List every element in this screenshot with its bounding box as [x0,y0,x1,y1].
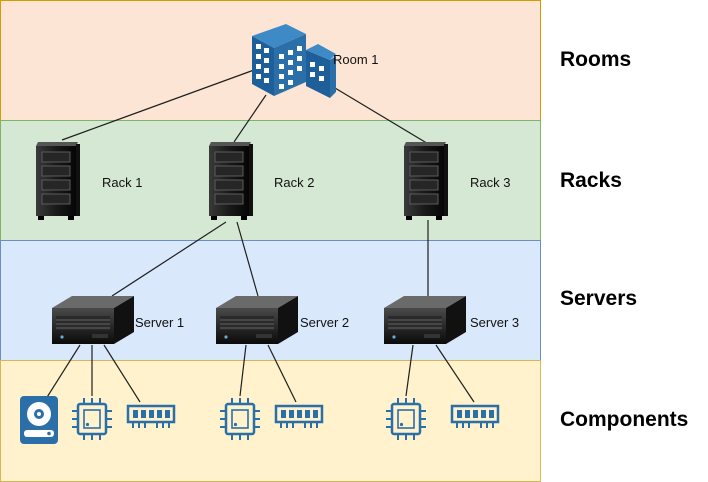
edge-server2-ram [267,344,297,403]
rack3-label: Rack 3 [470,175,511,190]
edge-server3-ram [435,344,475,403]
rack2-label: Rack 2 [274,175,315,190]
components-band [0,360,541,482]
rack1-label: Rack 1 [102,175,143,190]
server-chassis-icon [383,295,467,345]
edge-room1-rack3 [329,84,431,146]
edge-room1-rack1 [61,69,255,141]
tier-racks-label: Racks [560,169,622,192]
edge-rack2-server1 [111,221,227,297]
server-rack-icon [403,141,449,221]
edge-server3-cpu [405,344,414,397]
edge-server1-disk [43,344,81,403]
edge-rack2-server2 [236,221,259,297]
tier-components-label: Components [560,408,689,431]
server3-label: Server 3 [470,315,520,330]
racks-band [0,120,541,241]
connector-lines [43,69,475,403]
server1-label: Server 1 [135,315,185,330]
building-icon [252,24,336,98]
server-chassis-icon [215,295,299,345]
server2-label: Server 2 [300,315,350,330]
server-chassis-icon [51,295,135,345]
edge-server2-cpu [239,344,247,397]
tier-servers-label: Servers [560,287,638,310]
edge-room1-rack2 [233,94,267,143]
server-rack-icon [35,141,81,221]
tier-rooms-label: Rooms [560,48,632,71]
server-rack-icon [208,141,254,221]
room1-label: Room 1 [333,52,379,67]
edge-server1-ram [103,344,141,403]
hard-disk-icon [20,396,58,444]
